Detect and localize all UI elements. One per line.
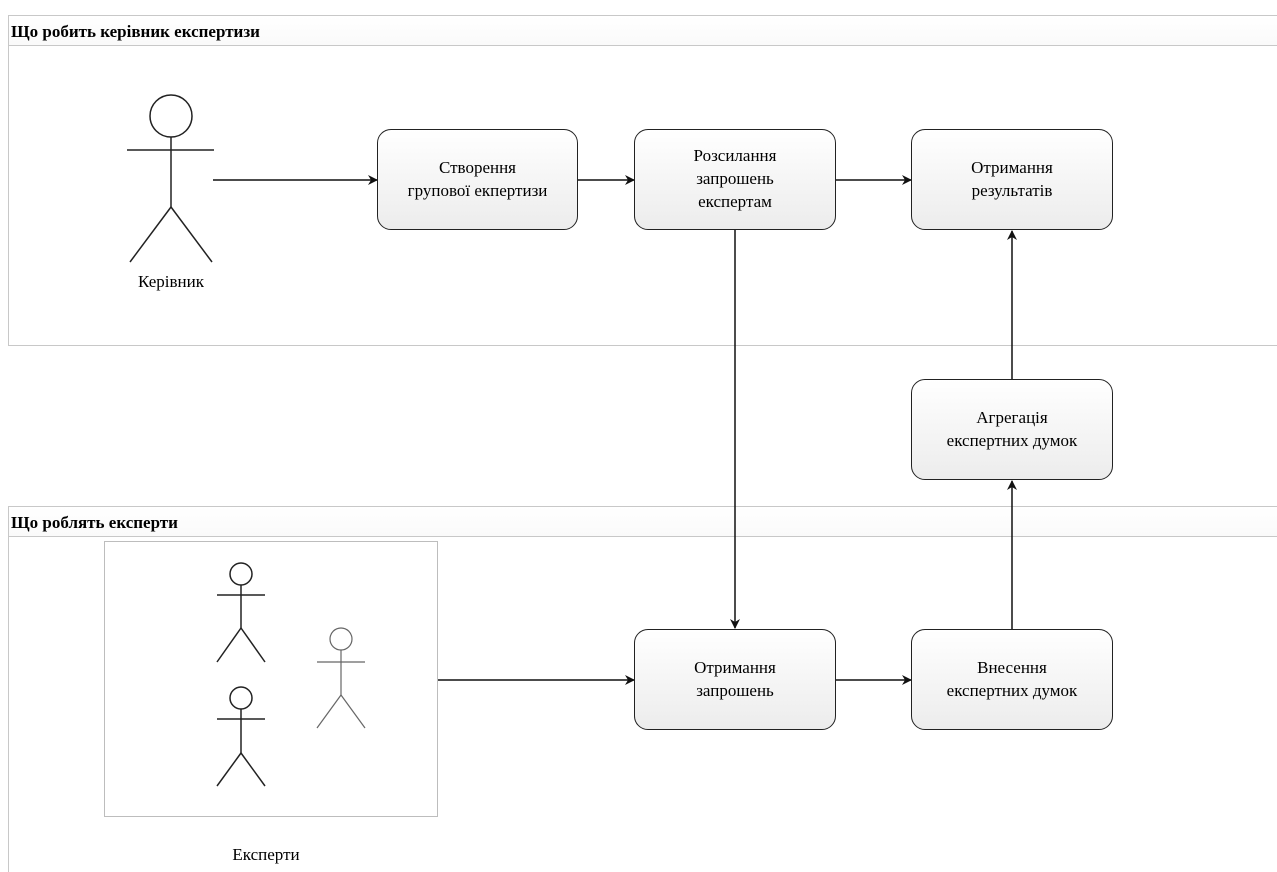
expert-actor-icon-1 xyxy=(216,562,266,663)
lane-manager-header: Що робить керівник експертизи xyxy=(9,16,1277,46)
node-receive-invitations[interactable]: Отримання запрошень xyxy=(634,629,836,730)
expert-actor-icon-2 xyxy=(216,686,266,787)
manager-actor-icon[interactable] xyxy=(127,94,214,263)
expert-actor-icon-3 xyxy=(316,627,366,729)
manager-actor-label: Керівник xyxy=(138,272,204,291)
node-input-opinions[interactable]: Внесення експертних думок xyxy=(911,629,1113,730)
lane-experts-title: Що роблять експерти xyxy=(11,513,178,532)
lane-manager: Що робить керівник експертизи xyxy=(8,15,1277,346)
experts-group-box[interactable] xyxy=(104,541,438,817)
node-aggregate-opinions[interactable]: Агрегація експертних думок xyxy=(911,379,1113,480)
lane-experts-header: Що роблять експерти xyxy=(9,507,1277,537)
node-send-invitations[interactable]: Розсилання запрошень експертам xyxy=(634,129,836,230)
lane-experts: Що роблять експерти xyxy=(8,506,1277,872)
experts-group-label: Експерти xyxy=(232,845,300,864)
node-receive-results[interactable]: Отримання результатів xyxy=(911,129,1113,230)
node-create-expertise[interactable]: Створення групової екпертизи xyxy=(377,129,578,230)
lane-manager-title: Що робить керівник експертизи xyxy=(11,22,260,41)
